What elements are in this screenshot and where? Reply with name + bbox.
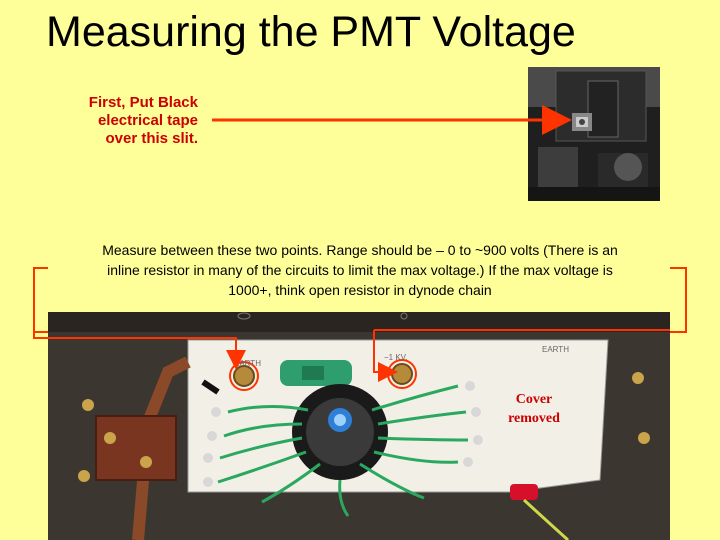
earth-left-label: EARTH: [234, 359, 261, 368]
bracket-right: [670, 267, 687, 333]
left-terminal-arrow: [33, 332, 246, 370]
tape-instruction-line: electrical tape: [97, 112, 198, 129]
earth-right-label: EARTH: [542, 345, 569, 354]
measurement-line: Measure between these two points. Range …: [102, 242, 618, 258]
bracket-left: [33, 267, 48, 333]
measurement-line: inline resistor in many of the circuits …: [107, 262, 613, 278]
slide-title: Measuring the PMT Voltage: [46, 8, 576, 56]
cover-removed-label: Cover removed: [502, 390, 566, 428]
kv-label: −1 KV.: [384, 353, 408, 362]
cover-removed-line: Cover: [515, 392, 553, 407]
cover-removed-line: removed: [508, 411, 560, 426]
tape-instruction: First, Put Black electrical tape over th…: [40, 94, 198, 148]
measurement-line: 1000+, think open resistor in dynode cha…: [228, 282, 492, 298]
tape-instruction-line: First, Put Black: [88, 94, 198, 111]
tape-instruction-line: over this slit.: [105, 130, 198, 147]
measurement-instructions: Measure between these two points. Range …: [50, 240, 670, 300]
pmt-base-image: EARTH EARTH −1 KV.: [48, 312, 670, 540]
right-terminal-arrow: [373, 330, 398, 382]
pmt-base-photo: EARTH EARTH −1 KV.: [48, 312, 670, 540]
